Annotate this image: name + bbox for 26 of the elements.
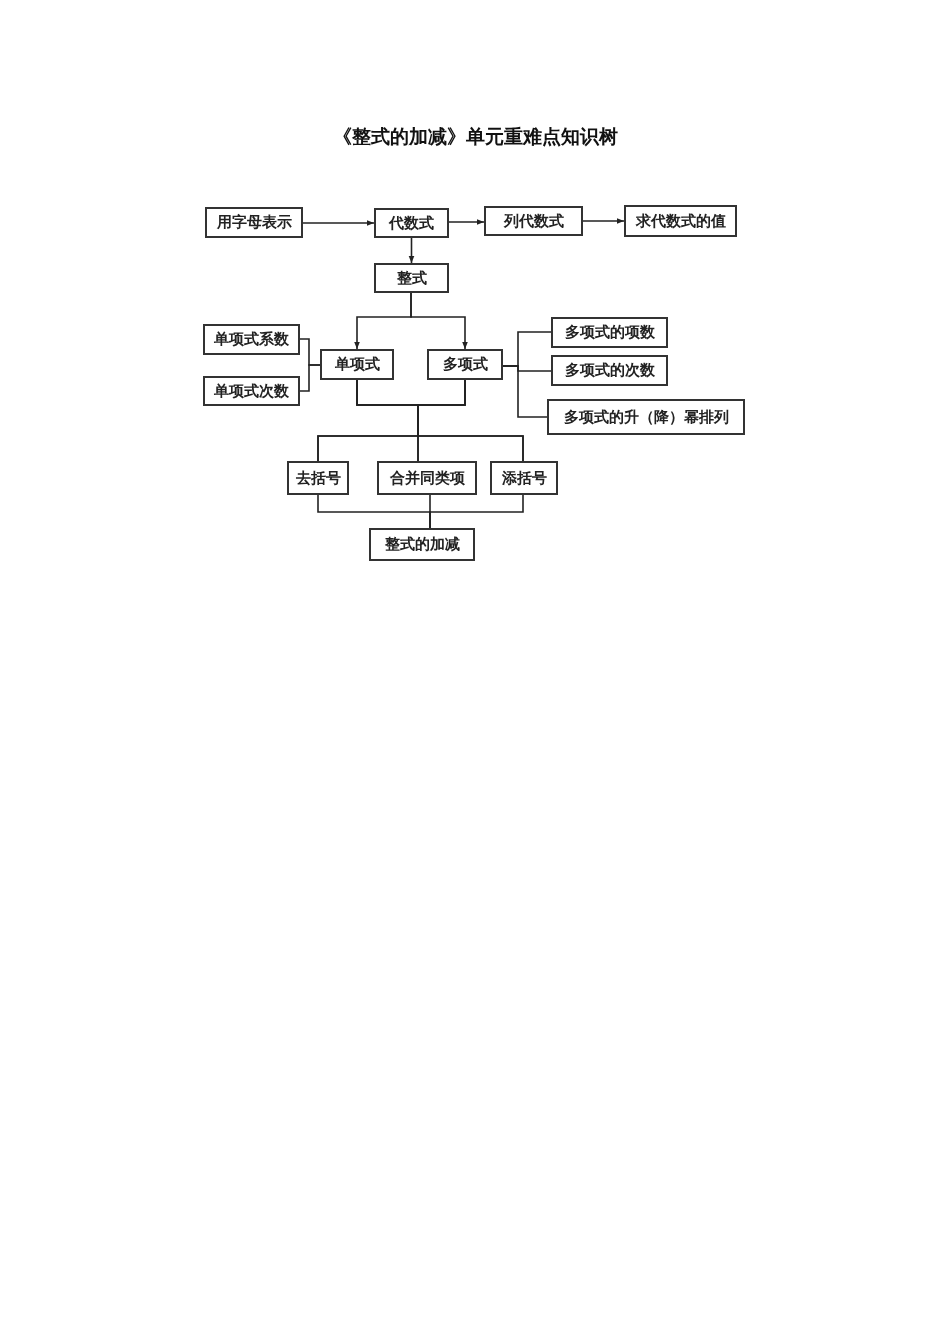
concept-box: 去括号 — [287, 461, 349, 495]
arrow — [582, 218, 625, 224]
connector-line — [299, 364, 321, 392]
arrow — [448, 219, 485, 225]
concept-box: 求代数式的值 — [624, 205, 737, 237]
connector-line — [417, 379, 524, 462]
concept-box: 多项式 — [427, 349, 503, 380]
concept-box: 多项式的升（降）幂排列 — [547, 399, 745, 435]
concept-box: 多项式的次数 — [551, 355, 668, 386]
concept-box: 代数式 — [374, 208, 449, 238]
concept-box: 用字母表示 — [205, 207, 303, 238]
connector-line — [502, 365, 548, 418]
arrow — [408, 237, 415, 264]
concept-box: 添括号 — [490, 461, 558, 495]
connector-line — [429, 494, 524, 529]
concept-box: 单项式次数 — [203, 376, 300, 406]
concept-box: 整式的加减 — [369, 528, 475, 561]
concept-box: 单项式系数 — [203, 324, 300, 355]
concept-box: 单项式 — [320, 349, 394, 380]
arrow — [302, 220, 375, 226]
concept-box: 列代数式 — [484, 206, 583, 236]
title: 《整式的加减》单元重难点知识树 — [331, 124, 619, 149]
arrow — [410, 292, 468, 350]
concept-box: 多项式的项数 — [551, 317, 668, 348]
concept-box: 合并同类项 — [377, 461, 477, 495]
concept-box: 整式 — [374, 263, 449, 293]
